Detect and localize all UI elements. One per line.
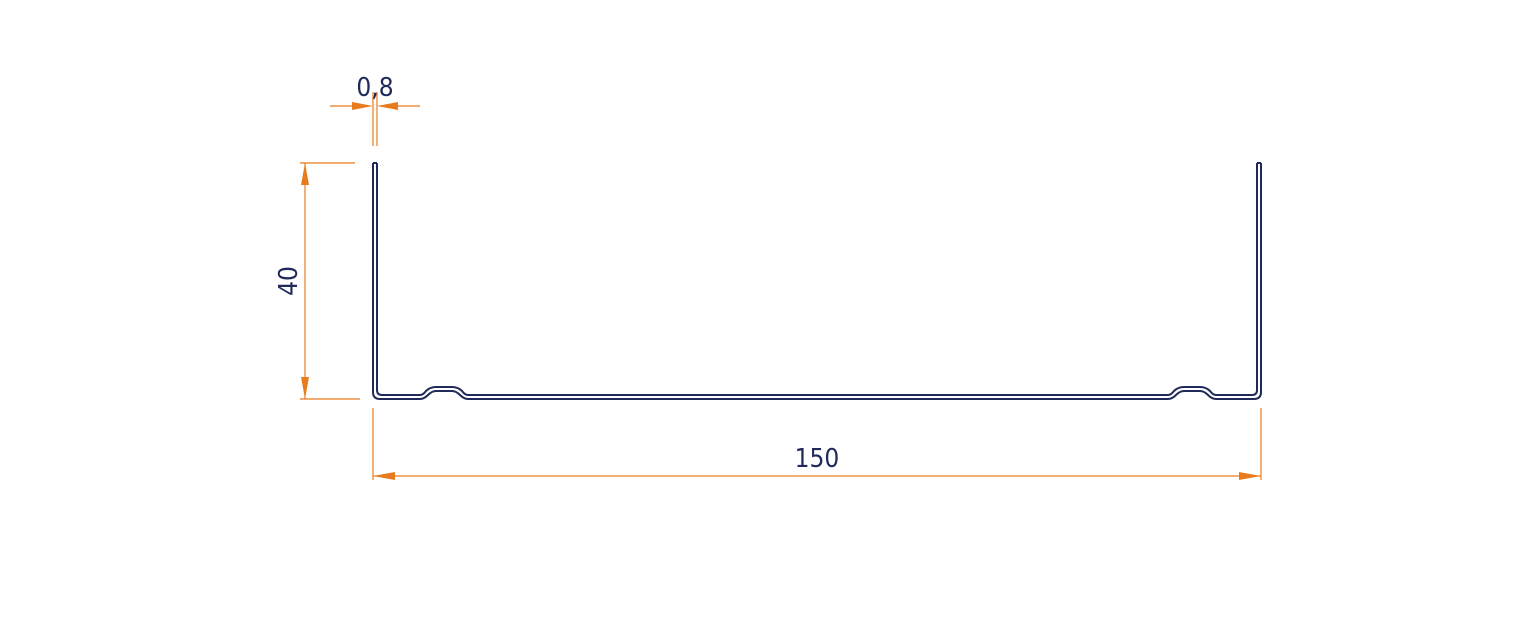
width-dimension: 150 (372, 408, 1262, 480)
height-label: 40 (274, 266, 304, 296)
height-dimension: 40 (274, 162, 360, 400)
width-label: 150 (795, 444, 840, 474)
height-arrow-bottom (301, 377, 309, 399)
profile-outer-edge (372, 163, 1262, 400)
thickness-arrow-left (352, 102, 373, 110)
thickness-arrow-right (377, 102, 398, 110)
thickness-dimension: 0,8 (330, 73, 420, 146)
width-arrow-left (373, 472, 395, 480)
u-channel-profile (372, 162, 1262, 400)
width-arrow-right (1239, 472, 1261, 480)
thickness-label: 0,8 (356, 73, 393, 103)
height-arrow-top (301, 163, 309, 185)
profile-inner-edge (376, 163, 1258, 396)
